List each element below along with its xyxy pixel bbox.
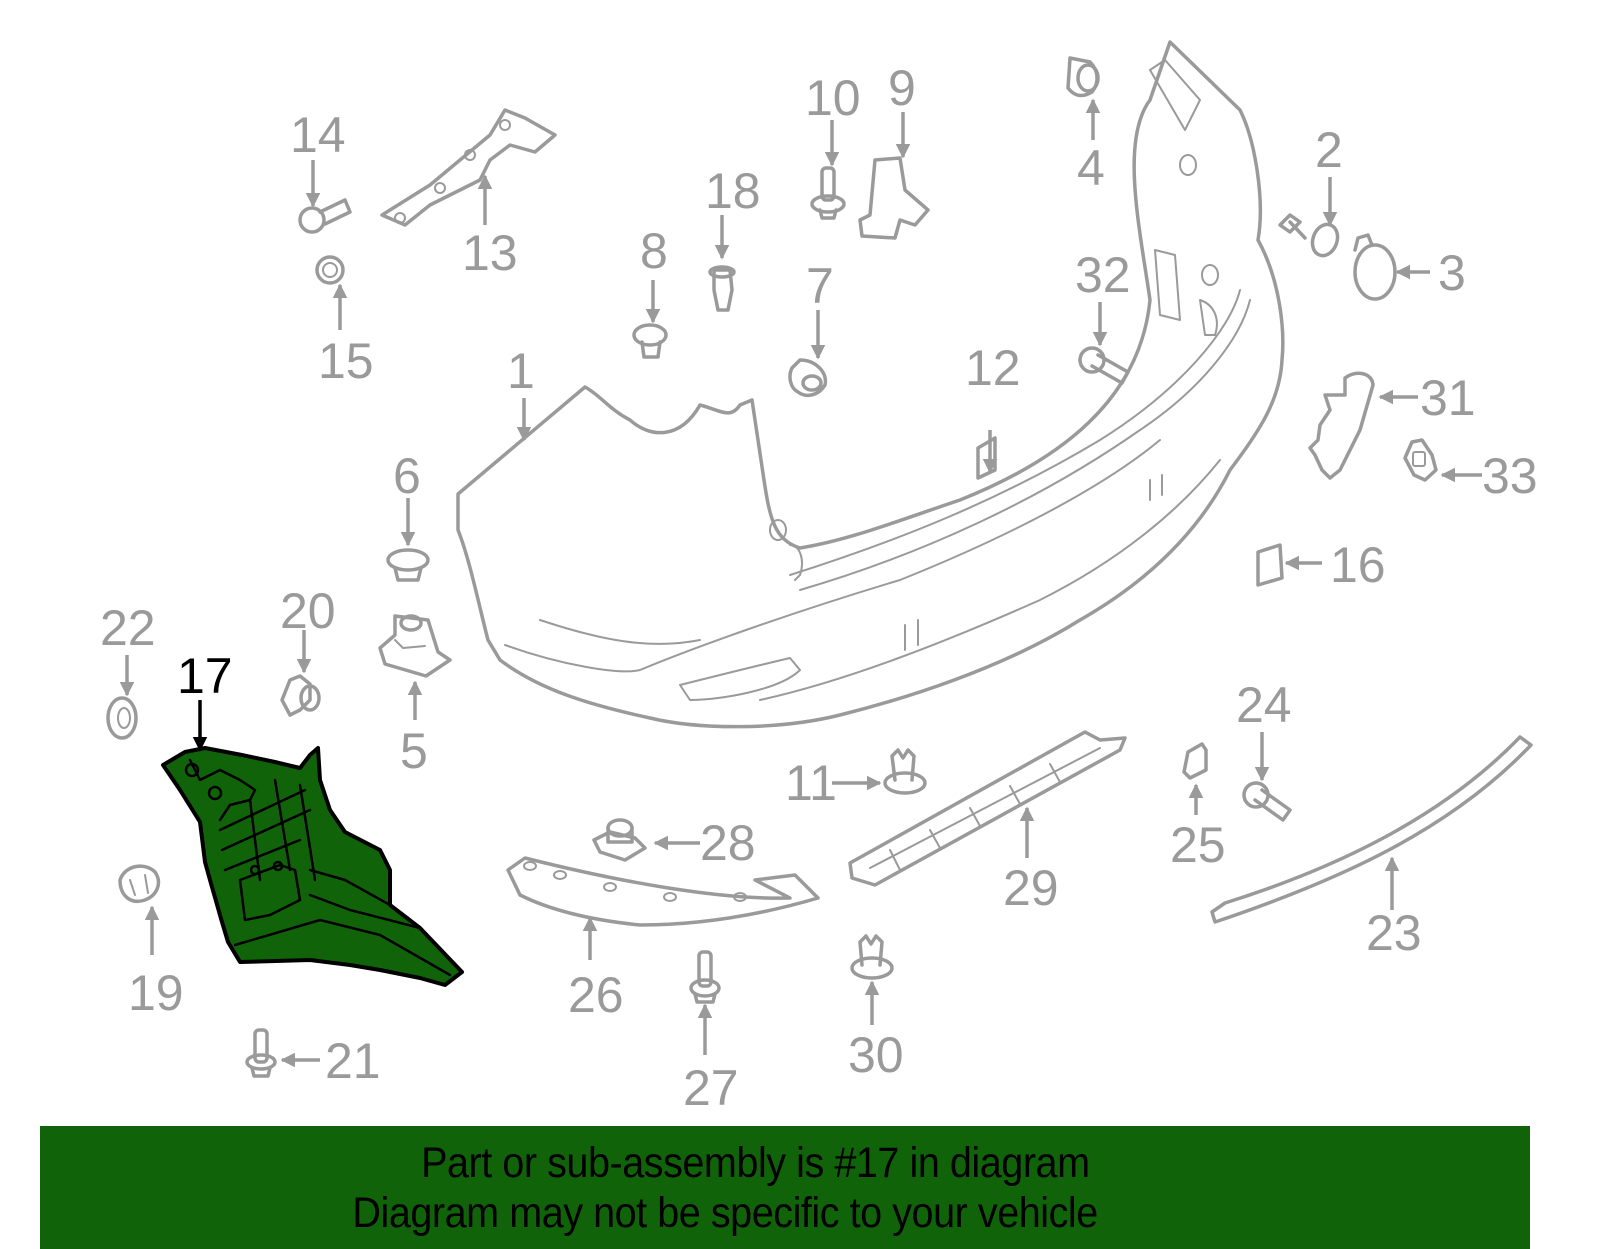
part-27-bolt[interactable] [689, 950, 721, 1004]
part-6-clip[interactable] [386, 548, 430, 582]
callout-arrows [119, 98, 1482, 1068]
part-22-grommet[interactable] [106, 696, 138, 740]
part-4-nut[interactable] [1066, 56, 1100, 98]
part-7-clip[interactable] [788, 358, 828, 398]
part-3-grommet[interactable] [1353, 233, 1397, 301]
callout-10[interactable]: 10 [805, 70, 861, 126]
part-20-nut[interactable] [280, 674, 321, 717]
callout-14[interactable]: 14 [290, 107, 346, 163]
callout-28[interactable]: 28 [700, 815, 756, 871]
callout-22[interactable]: 22 [100, 600, 156, 656]
callout-3[interactable]: 3 [1438, 245, 1466, 301]
callout-20[interactable]: 20 [280, 583, 336, 639]
callout-29[interactable]: 29 [1003, 860, 1059, 916]
callout-8[interactable]: 8 [640, 223, 668, 279]
part-14-bolt[interactable] [298, 198, 352, 234]
callout-23[interactable]: 23 [1366, 905, 1422, 961]
callout-1[interactable]: 1 [507, 343, 535, 399]
part-8-clip[interactable] [632, 323, 668, 359]
callout-7[interactable]: 7 [806, 258, 834, 314]
part-9-bracket[interactable] [858, 156, 930, 240]
callout-25[interactable]: 25 [1170, 817, 1226, 873]
part-11-push-pin[interactable] [883, 748, 927, 795]
part-30-push-pin[interactable] [850, 934, 894, 980]
banner-disclaimer-line: Diagram may not be specific to your vehi… [352, 1188, 1098, 1237]
part-25-pad[interactable] [1182, 742, 1208, 780]
part-13-bracket[interactable] [380, 108, 557, 227]
callout-16[interactable]: 16 [1330, 537, 1386, 593]
part-28-nut[interactable] [592, 818, 647, 862]
callout-26[interactable]: 26 [568, 967, 624, 1023]
part-19-clip[interactable] [118, 864, 161, 903]
part-24-bolt[interactable] [1242, 781, 1292, 822]
callout-27[interactable]: 27 [683, 1060, 739, 1116]
callout-18[interactable]: 18 [705, 163, 761, 219]
part-15-nut[interactable] [315, 255, 345, 285]
callout-6[interactable]: 6 [393, 448, 421, 504]
callout-33[interactable]: 33 [1482, 448, 1538, 504]
part-18-clip[interactable] [708, 265, 736, 312]
callout-17-highlighted[interactable]: 17 [177, 648, 233, 704]
part-12-label[interactable] [976, 436, 997, 480]
callout-9[interactable]: 9 [888, 60, 916, 116]
callout-19[interactable]: 19 [128, 965, 184, 1021]
part-33-cap[interactable] [1403, 438, 1438, 482]
callout-4[interactable]: 4 [1077, 140, 1105, 196]
part-16-label[interactable] [1256, 543, 1284, 587]
part-1-bumper-cover[interactable] [456, 40, 1285, 729]
part-5-bracket[interactable] [378, 614, 452, 678]
part-10-bolt[interactable] [810, 166, 846, 220]
callout-12[interactable]: 12 [965, 340, 1021, 396]
callout-32[interactable]: 32 [1075, 247, 1131, 303]
part-31-side-bracket[interactable] [1308, 371, 1375, 480]
part-23-molding[interactable] [1210, 735, 1533, 924]
part-2-screw[interactable] [1278, 213, 1342, 259]
banner-part-line: Part or sub-assembly is #17 in diagram [420, 1138, 1090, 1187]
callout-13[interactable]: 13 [462, 225, 518, 281]
callout-5[interactable]: 5 [400, 723, 428, 779]
part-26-trim[interactable] [506, 856, 820, 927]
callout-labels: 1 2 3 4 5 6 7 8 9 10 11 12 13 14 15 16 1… [100, 60, 1538, 1116]
part-21-bolt[interactable] [245, 1028, 277, 1078]
callout-21[interactable]: 21 [325, 1033, 381, 1089]
callout-2[interactable]: 2 [1315, 122, 1343, 178]
callout-24[interactable]: 24 [1236, 677, 1292, 733]
callout-30[interactable]: 30 [848, 1027, 904, 1083]
callout-31[interactable]: 31 [1420, 370, 1476, 426]
part-29-bracket-rail[interactable] [848, 730, 1127, 887]
part-32-bolt[interactable] [1078, 346, 1130, 385]
callout-15[interactable]: 15 [318, 333, 374, 389]
part-17-highlighted-bracket[interactable] [161, 746, 464, 987]
callout-11[interactable]: 11 [785, 755, 837, 811]
info-banner: Part or sub-assembly is #17 in diagram D… [40, 1126, 1530, 1249]
